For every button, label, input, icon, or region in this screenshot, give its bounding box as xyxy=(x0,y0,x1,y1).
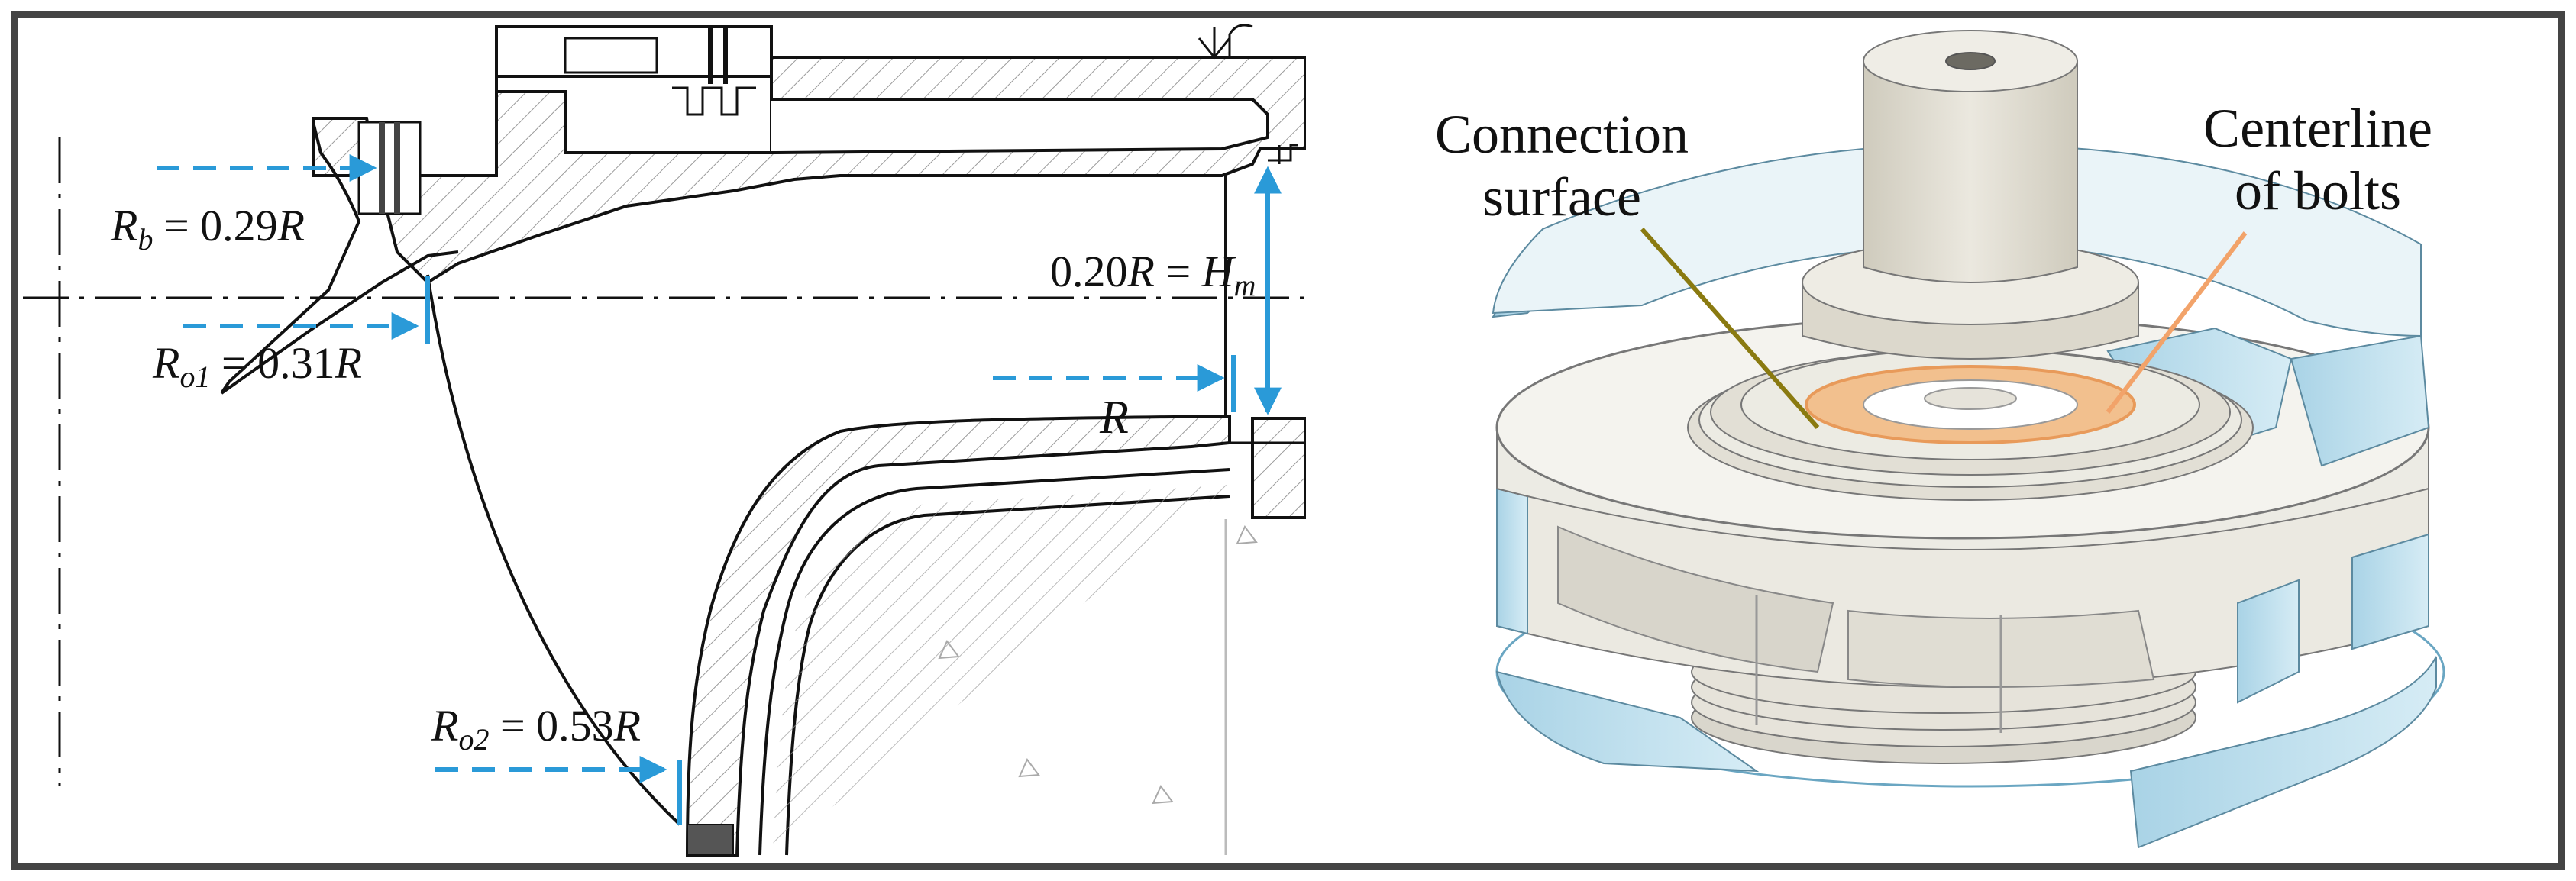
connection-surface-leader xyxy=(1640,228,1820,429)
bolt-centerline-leader xyxy=(2106,231,2248,414)
bolts-centerline-label-line2: of bolts xyxy=(2235,160,2401,221)
lower-shroud xyxy=(685,414,1231,857)
ro2-label: Ro2 = 0.53R xyxy=(431,701,641,757)
cross-section-drawing xyxy=(23,24,1307,857)
ro1-label: Ro1 = 0.31R xyxy=(152,338,362,394)
upper-housing xyxy=(312,34,1307,285)
hm-label: 0.20R = Hm xyxy=(1050,247,1256,302)
connection-surface-label-line2: surface xyxy=(1482,166,1641,228)
rb-label: Rb = 0.29R xyxy=(110,201,305,257)
housing-top-plate xyxy=(495,25,773,78)
blade-leading-edge xyxy=(220,250,459,395)
connection-surface-label-line1: Connection xyxy=(1435,104,1689,165)
runner-3d-render xyxy=(1492,30,2445,849)
blade-trailing-curve xyxy=(426,274,681,826)
r-label: R xyxy=(1099,392,1129,444)
shaft xyxy=(1863,60,2078,283)
housing-inner-channel xyxy=(771,98,1269,154)
bolts-centerline-label-line1: Centerline xyxy=(2203,98,2432,159)
